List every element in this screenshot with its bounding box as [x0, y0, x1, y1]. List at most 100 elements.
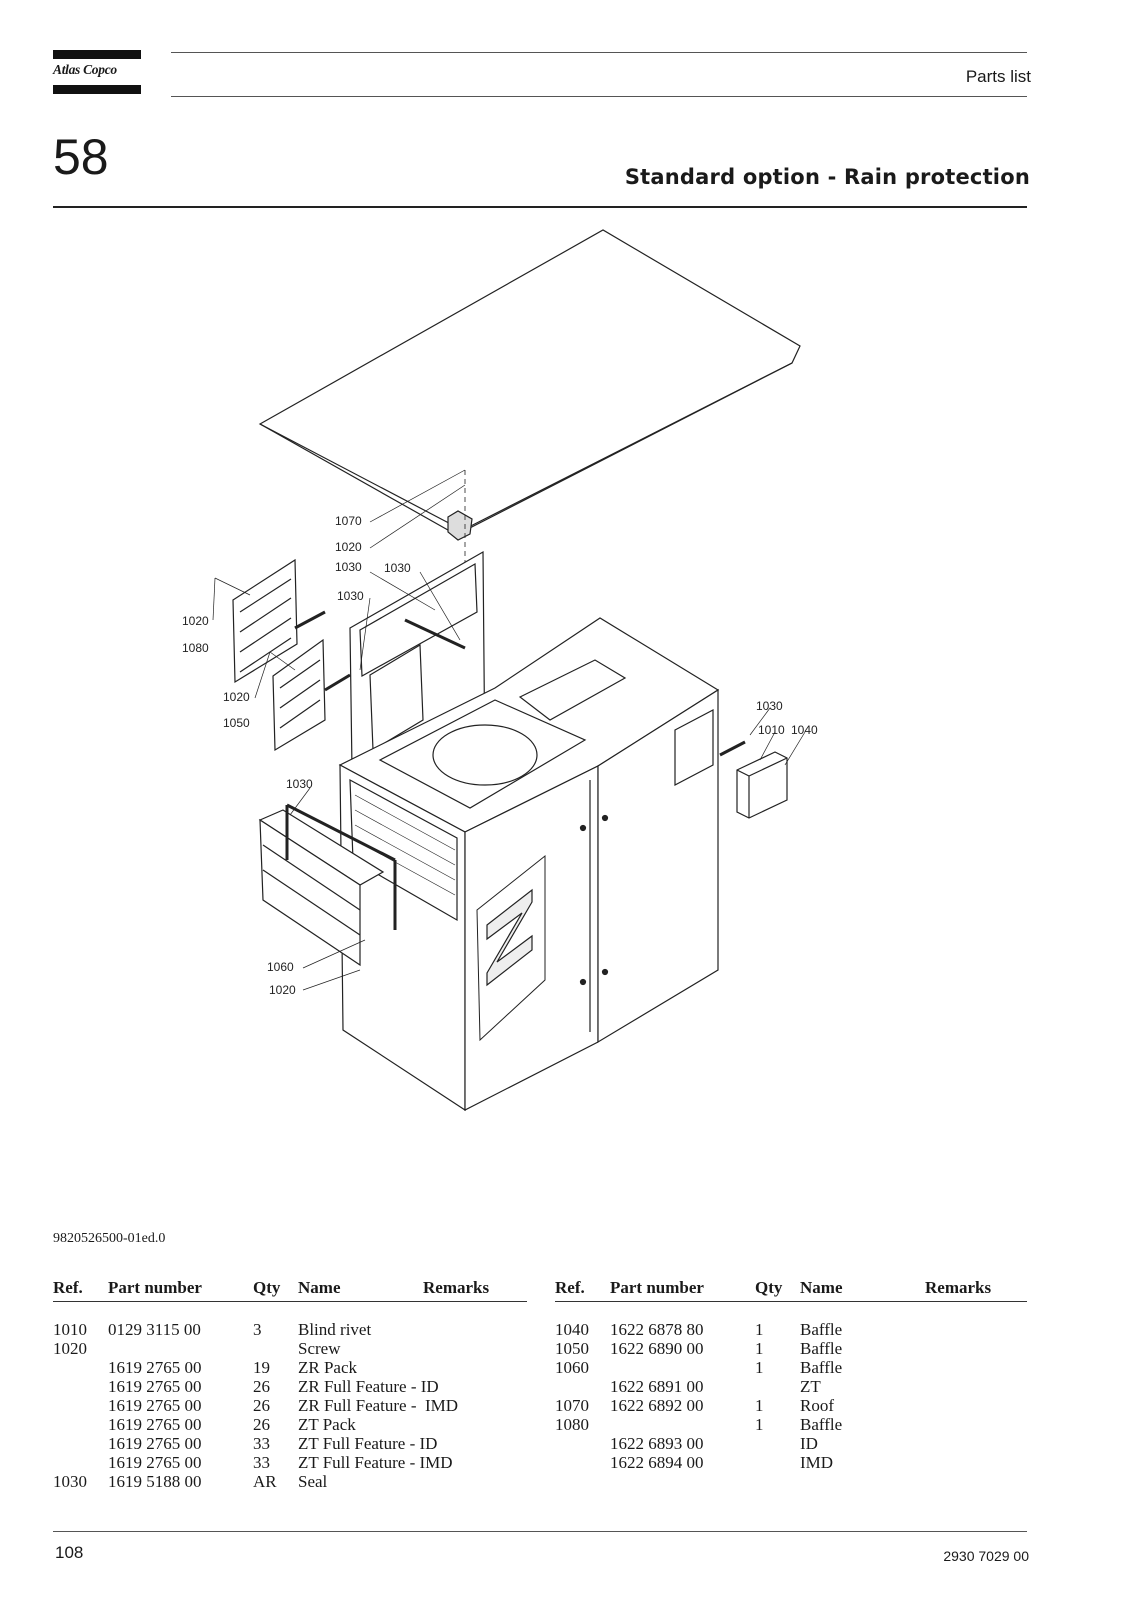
cell-ref: 1040 [555, 1320, 589, 1339]
chapter-number: 58 [53, 129, 109, 185]
title-rule [53, 206, 1027, 208]
cell-ref: 1080 [555, 1415, 589, 1434]
cell-part: 1622 6891 00 [610, 1377, 704, 1396]
cell-qty: 1 [755, 1339, 764, 1358]
col-header-remarks: Remarks [925, 1278, 992, 1297]
callout-label: 1020 [182, 614, 209, 628]
cell-name: Seal [298, 1472, 328, 1491]
callout-label: 1050 [223, 716, 250, 730]
col-header-remarks: Remarks [423, 1278, 490, 1297]
callout-label: 1060 [267, 960, 294, 974]
callout-label: 1030 [286, 777, 313, 791]
cell-ref: 1030 [53, 1472, 87, 1491]
callout-label: 1030 [384, 561, 411, 575]
cell-part: 1622 6893 00 [610, 1434, 704, 1453]
cell-qty: 3 [253, 1320, 262, 1339]
cell-name: Baffle [800, 1320, 843, 1339]
table-row: 1619 2765 00 26 ZT Pack [53, 1415, 527, 1434]
exploded-view-drawing: 1070 1020 1030 1030 1030 1020 1080 1020 … [182, 229, 818, 1112]
roof-panel [258, 229, 801, 541]
cell-name: Baffle [800, 1415, 843, 1434]
col-header-part-number: Part number [108, 1278, 202, 1297]
cell-qty: 1 [755, 1396, 764, 1415]
cell-part: 1619 2765 00 [108, 1434, 202, 1453]
baffle-1060 [258, 803, 397, 967]
callout-label: 1080 [182, 641, 209, 655]
document-number: 2930 7029 00 [943, 1548, 1029, 1564]
cell-part: 1619 5188 00 [108, 1472, 202, 1491]
cell-part: 1619 2765 00 [108, 1453, 202, 1472]
header-rule-bottom [171, 96, 1027, 97]
cell-part: 1622 6892 00 [610, 1396, 704, 1415]
cell-qty: 26 [253, 1415, 270, 1434]
compressor-cabinet [338, 617, 720, 1112]
cell-qty: AR [253, 1472, 277, 1491]
callout-label: 1020 [335, 540, 362, 554]
table-row: 1060 1 Baffle [555, 1358, 1027, 1377]
cell-qty: 33 [253, 1453, 270, 1472]
callout-label: 1070 [335, 514, 362, 528]
header-underline [53, 1301, 527, 1302]
table-row: 1622 6891 00 ZT [555, 1377, 1027, 1396]
cell-name: ZT Pack [298, 1415, 356, 1434]
cell-name: ID [800, 1434, 818, 1453]
cell-part: 1622 6878 80 [610, 1320, 704, 1339]
col-header-ref: Ref. [53, 1278, 83, 1297]
callout-label: 1020 [223, 690, 250, 704]
col-header-qty: Qty [755, 1278, 783, 1297]
table-row: 1040 1622 6878 80 1 Baffle [555, 1320, 1027, 1339]
brand-logo: Atlas Copco [53, 50, 141, 94]
cell-name: Roof [800, 1396, 834, 1415]
cell-name: ZT [800, 1377, 821, 1396]
cell-qty: 26 [253, 1396, 270, 1415]
baffle-1050 [272, 638, 351, 752]
brand-logo-text: Atlas Copco [53, 62, 117, 77]
header-underline [555, 1301, 1027, 1302]
baffle-1040 [719, 740, 788, 819]
cell-ref: 1020 [53, 1339, 87, 1358]
col-header-name: Name [298, 1278, 341, 1297]
page-number: 108 [55, 1543, 84, 1562]
section-title: Standard option - Rain protection [624, 165, 1030, 189]
cell-qty: 33 [253, 1434, 270, 1453]
callout-labels: 1070 1020 1030 1030 1030 1020 1080 1020 … [182, 514, 818, 997]
cell-part: 0129 3115 00 [108, 1320, 201, 1339]
drawing-id: 9820526500-01ed.0 [53, 1231, 166, 1246]
table-row: 1050 1622 6890 00 1 Baffle [555, 1339, 1027, 1358]
cell-qty: 1 [755, 1320, 764, 1339]
cell-name: ZR Pack [298, 1358, 358, 1377]
cell-name: ZR Full Feature - ID [298, 1377, 439, 1396]
callout-label: 1040 [791, 723, 818, 737]
cell-qty: 1 [755, 1358, 764, 1377]
header-label: Parts list [965, 67, 1031, 86]
cell-part: 1619 2765 00 [108, 1415, 202, 1434]
col-header-ref: Ref. [555, 1278, 585, 1297]
cell-part: 1619 2765 00 [108, 1358, 202, 1377]
cell-name: ZR Full Feature - IMD [298, 1396, 459, 1415]
callout-label: 1020 [269, 983, 296, 997]
cell-ref: 1050 [555, 1339, 589, 1358]
cell-qty: 26 [253, 1377, 270, 1396]
col-header-qty: Qty [253, 1278, 281, 1297]
table-row: 1030 1619 5188 00 AR Seal [53, 1472, 527, 1491]
callout-label: 1030 [756, 699, 783, 713]
table-row: 1622 6893 00 ID [555, 1434, 1027, 1453]
col-header-part-number: Part number [610, 1278, 704, 1297]
cell-qty: 19 [253, 1358, 270, 1377]
cell-name: Baffle [800, 1339, 843, 1358]
cell-part: 1622 6890 00 [610, 1339, 704, 1358]
cell-name: IMD [800, 1453, 834, 1472]
cell-name: Screw [298, 1339, 341, 1358]
cell-name: Baffle [800, 1358, 843, 1377]
cell-ref: 1060 [555, 1358, 589, 1377]
cell-name: Blind rivet [298, 1320, 372, 1339]
